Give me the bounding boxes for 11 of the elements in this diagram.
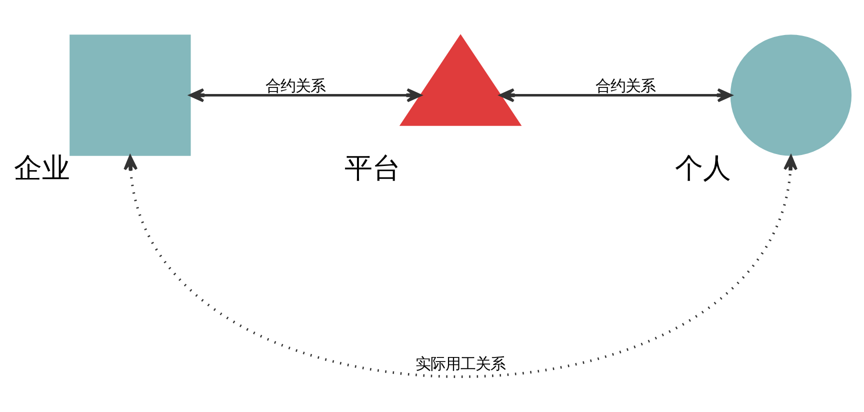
edge-label: 实际用工关系 [415, 354, 506, 373]
node-label: 个人 [674, 152, 730, 185]
arrow [498, 88, 732, 102]
edge-label: 合约关系 [595, 76, 656, 95]
arrow [188, 88, 422, 102]
node-label: 企业 [14, 152, 70, 185]
node-box [69, 34, 190, 156]
node-label: 平台 [344, 152, 400, 185]
arrow [123, 155, 798, 378]
edge-label: 合约关系 [264, 76, 325, 95]
node-circle [730, 34, 852, 156]
